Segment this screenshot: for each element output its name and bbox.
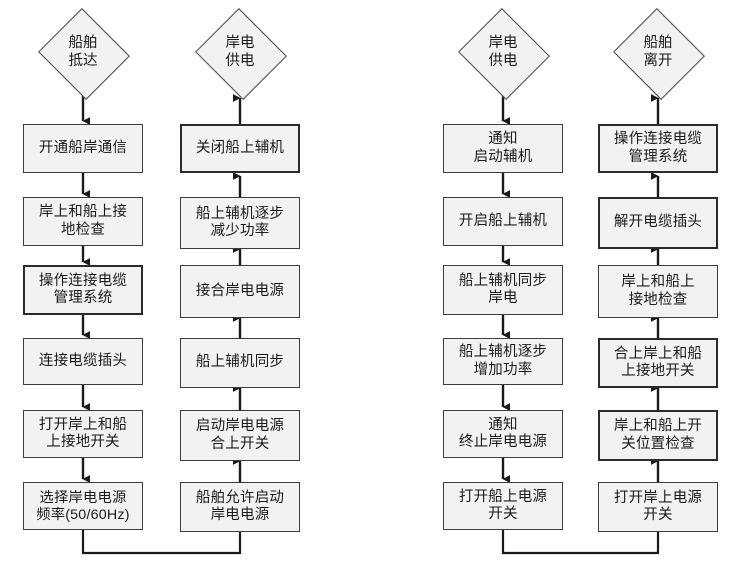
terminator-label: 船舶 离开: [643, 35, 673, 69]
terminator-ship-departure: 船舶 离开: [609, 8, 707, 100]
node-label: 岸上和船上接 地检查: [38, 204, 128, 238]
col-4-step-5: 岸上和船上开 关位置检查: [598, 410, 718, 461]
col-1-step-1: 开通船岸通信: [23, 124, 143, 173]
col-2-step-1: 关闭船上辅机: [180, 124, 300, 173]
col-3-step-2: 开启船上辅机: [443, 197, 563, 246]
node-label: 打开岸上电源 开关: [613, 489, 703, 523]
node-label: 打开船上电源 开关: [458, 488, 548, 522]
col-1-step-4: 连接电缆插头: [23, 338, 143, 385]
col-4-step-2: 解开电缆插头: [598, 197, 718, 249]
terminator-label: 船舶 抵达: [68, 35, 98, 69]
terminator-ship-arrival: 船舶 抵达: [34, 8, 132, 100]
col-1-step-5: 打开岸上和船 上接地开关: [23, 410, 143, 458]
node-label: 操作连接电缆 管理系统: [613, 131, 703, 165]
node-label: 船上辅机同步 岸电: [458, 272, 548, 306]
node-label: 通知 启动辅机: [473, 131, 533, 165]
col-4-step-1: 操作连接电缆 管理系统: [598, 124, 718, 173]
terminator-label: 岸电 供电: [488, 35, 518, 69]
node-label: 船上辅机同步: [195, 354, 285, 371]
col-4-step-4: 合上岸上和船 上接地开关: [598, 338, 718, 388]
col-4-step-6: 打开岸上电源 开关: [598, 482, 718, 532]
col-3-step-5: 通知 终止岸电电源: [443, 410, 563, 458]
terminator-shore-power-supply-left: 岸电 供电: [191, 8, 289, 100]
node-label: 船舶允许启动 岸电电源: [195, 489, 285, 523]
node-label: 船上辅机逐步 减少功率: [195, 205, 285, 239]
col-4-step-3: 岸上和船上 接地检查: [598, 265, 718, 318]
node-label: 关闭船上辅机: [195, 139, 285, 156]
col-2-step-5: 启动岸电电源 合上开关: [180, 410, 300, 461]
node-label: 通知 终止岸电电源: [458, 416, 548, 450]
node-label: 岸上和船上 接地检查: [621, 274, 695, 308]
col-1-step-2: 岸上和船上接 地检查: [23, 197, 143, 246]
node-label: 开通船岸通信: [38, 139, 128, 156]
node-label: 合上岸上和船 上接地开关: [613, 345, 703, 379]
node-label: 开启船上辅机: [458, 212, 548, 229]
node-label: 解开电缆插头: [613, 214, 703, 231]
col-1-step-3: 操作连接电缆 管理系统: [23, 265, 143, 315]
terminator-shore-power-supply-right: 岸电 供电: [454, 8, 552, 100]
node-label: 操作连接电缆 管理系统: [38, 272, 128, 306]
col-2-step-4: 船上辅机同步: [180, 338, 300, 388]
col-3-step-3: 船上辅机同步 岸电: [443, 265, 563, 315]
node-label: 选择岸电电源 频率(50/60Hz): [36, 489, 130, 522]
col-2-step-3: 接合岸电电源: [180, 265, 300, 318]
node-label: 岸上和船上开 关位置检查: [613, 418, 703, 452]
col-2-step-6: 船舶允许启动 岸电电源: [180, 482, 300, 532]
node-label: 连接电缆插头: [38, 352, 128, 369]
col-1-step-6: 选择岸电电源 频率(50/60Hz): [23, 482, 143, 530]
node-label: 船上辅机逐步 增加功率: [458, 344, 548, 378]
col-3-step-1: 通知 启动辅机: [443, 124, 563, 173]
col-2-step-2: 船上辅机逐步 减少功率: [180, 197, 300, 249]
col-3-step-6: 打开船上电源 开关: [443, 482, 563, 530]
node-label: 启动岸电电源 合上开关: [195, 418, 285, 452]
node-label: 打开岸上和船 上接地开关: [38, 416, 128, 450]
node-label: 接合岸电电源: [195, 282, 285, 299]
terminator-label: 岸电 供电: [225, 35, 255, 69]
col-3-step-4: 船上辅机逐步 增加功率: [443, 338, 563, 385]
